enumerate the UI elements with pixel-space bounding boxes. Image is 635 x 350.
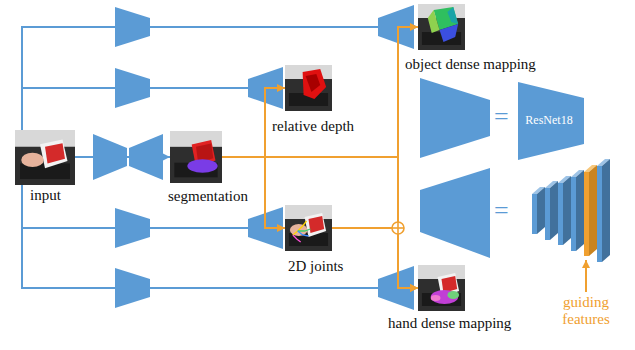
connector — [22, 185, 285, 228]
image-detail — [431, 295, 441, 301]
generic-block-part — [420, 168, 490, 258]
image-detail — [187, 159, 217, 173]
network-block: ResNet18 — [518, 82, 584, 160]
block-label: ResNet18 — [525, 114, 576, 128]
image-thumbnail — [285, 205, 332, 251]
image-node: object dense mapping — [418, 4, 465, 50]
image-detail — [418, 265, 465, 311]
image-node: input — [15, 130, 75, 185]
image-detail — [298, 231, 309, 236]
generic-block — [420, 78, 490, 258]
image-detail — [45, 143, 65, 163]
image-detail — [309, 216, 325, 233]
image-detail — [15, 130, 75, 185]
connector — [22, 88, 285, 130]
image-detail — [285, 205, 332, 251]
image-detail — [440, 24, 459, 42]
layer-stack-part — [563, 176, 571, 245]
layer-stack-part — [576, 170, 584, 251]
image-caption: 2D joints — [288, 258, 343, 275]
image-detail — [418, 4, 465, 50]
image-detail — [21, 153, 44, 167]
image-caption: segmentation — [168, 188, 248, 205]
image-detail — [447, 7, 458, 24]
caption-group: segmentation — [168, 188, 248, 205]
image-caption: object dense mapping — [405, 56, 536, 73]
layer-stack-part — [537, 187, 545, 234]
image-detail — [303, 69, 327, 99]
layer-stack-part — [597, 166, 602, 262]
caption-group: hand dense mapping — [388, 315, 511, 332]
annotation-label: guiding features — [553, 294, 619, 327]
connector — [222, 27, 418, 157]
caption-group: relative depth — [272, 118, 354, 135]
image-detail — [305, 213, 327, 237]
layer-stack-part — [532, 194, 537, 234]
sum-symbol-part — [392, 222, 404, 234]
connector — [22, 27, 418, 130]
equals-sign: = — [494, 103, 509, 132]
image-detail — [428, 10, 440, 33]
sum-symbol-part — [397, 222, 399, 234]
connector — [22, 185, 418, 288]
connector — [332, 228, 418, 288]
equals-sign: = — [494, 197, 509, 226]
feature-arrow — [585, 260, 587, 292]
image-detail — [306, 74, 321, 92]
connector — [222, 157, 418, 288]
image-node: hand dense mapping — [418, 265, 465, 311]
block-text-group: ResNet18 — [518, 82, 584, 160]
sum-symbol — [392, 222, 404, 234]
image-caption: hand dense mapping — [388, 315, 511, 332]
image-detail — [293, 235, 301, 242]
connector — [75, 156, 170, 158]
layer-stack-part — [571, 177, 576, 251]
image-thumbnail — [15, 130, 75, 185]
image-detail — [40, 140, 68, 169]
generic-block-part — [420, 78, 490, 158]
image-detail — [170, 131, 222, 183]
layer-stack-part — [558, 183, 563, 245]
image-thumbnail — [285, 65, 332, 111]
image-node: segmentation — [170, 131, 222, 183]
layer-stack-part — [584, 172, 589, 256]
image-node: 2D joints — [285, 205, 332, 251]
layer-stack-part — [550, 181, 558, 240]
image-caption: relative depth — [272, 118, 354, 135]
image-node: relative depth — [285, 65, 332, 111]
image-thumbnail — [418, 265, 465, 311]
caption-group: 2D joints — [288, 258, 343, 275]
image-thumbnail — [170, 131, 222, 183]
layer-stack-part — [602, 159, 610, 262]
image-detail — [285, 65, 332, 111]
block-text-stack: ResNet18 — [525, 114, 576, 128]
image-detail — [431, 290, 458, 304]
block-trapezoid — [518, 82, 584, 160]
image-detail — [298, 229, 311, 231]
layer-stack-part — [589, 165, 597, 256]
image-caption: input — [30, 187, 61, 204]
caption-group: object dense mapping — [405, 56, 536, 73]
image-detail — [447, 291, 459, 299]
layer-stack — [532, 159, 610, 262]
caption-group: input — [30, 187, 61, 204]
layer-stack-part — [545, 188, 550, 240]
image-thumbnail — [418, 4, 465, 50]
